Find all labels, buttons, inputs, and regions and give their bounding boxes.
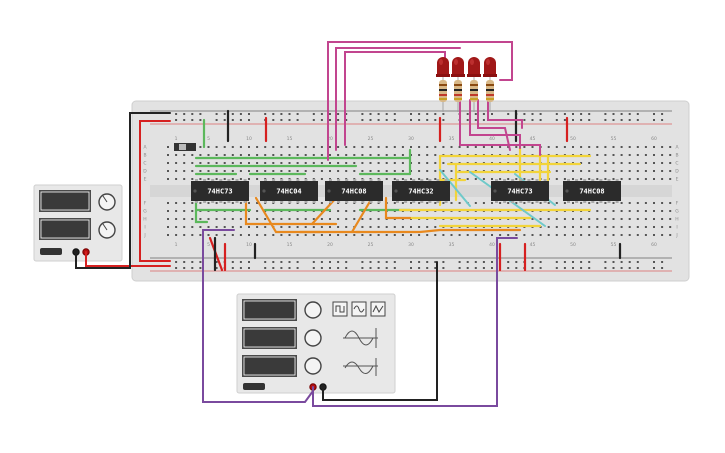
row-letter: F [676, 201, 679, 207]
column-number: 45 [530, 242, 536, 248]
column-number: 55 [611, 242, 617, 248]
led-array [436, 57, 497, 112]
row-letter: I [676, 225, 677, 231]
row-letter: D [675, 169, 679, 175]
led-with-resistor [467, 57, 481, 112]
column-number: 15 [287, 136, 293, 142]
row-letter: A [675, 145, 679, 151]
psu-wires [75, 112, 171, 269]
column-number: 1 [175, 136, 178, 142]
ic-chips: 74HC73 74HC04 74HC08 74HC32 74HC73 74HC08 [191, 179, 621, 203]
offset-knob-icon[interactable] [304, 357, 322, 375]
led-with-resistor [451, 57, 465, 112]
column-number: 50 [570, 242, 576, 248]
column-number: 40 [489, 136, 495, 142]
column-number: 5 [207, 136, 210, 142]
row-letter: E [676, 177, 679, 183]
chip-label: 74HC08 [579, 188, 604, 196]
ic-chip[interactable]: 74HC04 [260, 179, 318, 203]
chip-label: 74HC73 [507, 188, 532, 196]
column-number: 1 [175, 242, 178, 248]
led-with-resistor [483, 57, 497, 112]
orange-wires [244, 196, 522, 234]
function-generator [236, 293, 396, 394]
green-wires [194, 118, 412, 224]
row-letter: C [675, 161, 678, 167]
row-letter: H [675, 217, 678, 223]
ic-chip[interactable]: 74HC73 [191, 179, 249, 203]
column-number: 35 [449, 136, 455, 142]
chip-label: 74HC08 [341, 188, 366, 196]
column-number: 15 [287, 242, 293, 248]
chip-label: 74HC04 [276, 188, 301, 196]
row-letter: I [144, 225, 145, 231]
column-number: 5 [207, 242, 210, 248]
ic-chip[interactable]: 74HC08 [325, 179, 383, 203]
column-number: 30 [408, 242, 414, 248]
yellow-wires [398, 146, 592, 228]
column-number: 20 [327, 242, 333, 248]
column-number: 25 [368, 242, 374, 248]
slide-switch[interactable] [174, 143, 196, 151]
column-number: 10 [246, 136, 252, 142]
led-with-resistor [436, 57, 450, 112]
dc-power-supply [33, 184, 123, 262]
row-letter: B [675, 153, 678, 159]
column-number: 35 [449, 242, 455, 248]
row-letter: H [143, 217, 146, 223]
column-number: 20 [327, 136, 333, 142]
breadboard-holes [167, 113, 672, 269]
chip-label: 74HC73 [207, 188, 232, 196]
fg-power-button[interactable] [243, 383, 265, 390]
row-letter: G [143, 209, 147, 215]
amplitude-wave-icon [343, 328, 378, 348]
column-number: 55 [611, 136, 617, 142]
column-number: 60 [651, 242, 657, 248]
column-number: 10 [246, 242, 252, 248]
row-letter: J [675, 233, 677, 239]
row-letter: A [143, 145, 147, 151]
ic-chip[interactable]: 74HC08 [563, 179, 621, 203]
column-number: 30 [408, 136, 414, 142]
frequency-knob-icon[interactable] [304, 301, 322, 319]
row-letter: B [143, 153, 146, 159]
offset-wave-icon [343, 358, 378, 376]
row-letter: D [143, 169, 147, 175]
column-number: 60 [651, 136, 657, 142]
column-number: 45 [530, 136, 536, 142]
row-letter: G [675, 209, 679, 215]
amplitude-knob-icon[interactable] [304, 329, 322, 347]
ic-chip[interactable]: 74HC32 [392, 179, 450, 203]
chip-label: 74HC32 [408, 188, 433, 196]
column-number: 25 [368, 136, 374, 142]
column-number: 40 [489, 242, 495, 248]
psu-power-button[interactable] [40, 248, 62, 255]
row-letter: F [144, 201, 147, 207]
row-letter: E [144, 177, 147, 183]
column-number: 50 [570, 136, 576, 142]
ic-chip[interactable]: 74HC73 [491, 179, 549, 203]
fg-wires [202, 229, 518, 407]
row-letter: C [143, 161, 146, 167]
row-letter: J [143, 233, 145, 239]
